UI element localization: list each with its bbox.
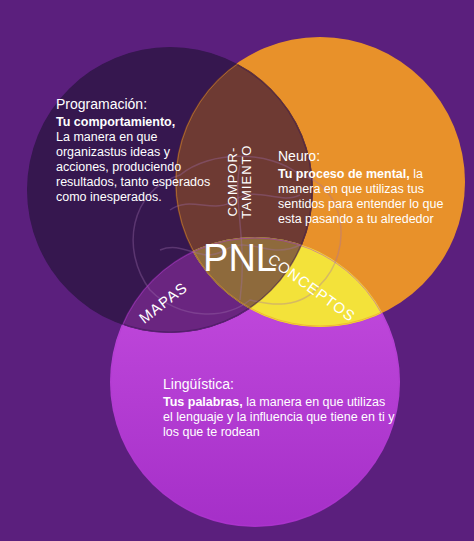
circle-heading: Programación:	[56, 96, 216, 113]
body-text: La manera en que organizastus ideas y ac…	[56, 130, 210, 204]
body-keyword: Tu comportamiento,	[56, 115, 175, 129]
body-keyword: Tus palabras,	[163, 395, 243, 409]
body-keyword: Tu proceso de mental,	[278, 167, 410, 181]
circle-heading: Neuro:	[278, 148, 448, 165]
circle-text: Lingüística: Tus palabras, la manera en q…	[163, 376, 398, 440]
circle-heading: Lingüística:	[163, 376, 398, 393]
circle-outline	[110, 237, 400, 527]
circle-text: Programación: Tu comportamiento, La maner…	[56, 96, 216, 205]
circle-text: Neuro: Tu proceso de mental, la manera en…	[278, 148, 448, 227]
linguistica-circle: Lingüística: Tus palabras, la manera en q…	[110, 237, 400, 527]
circle-body: Tus palabras, la manera en que utilizas …	[163, 395, 398, 440]
circle-body: Tu comportamiento, La manera en que orga…	[56, 115, 216, 205]
overlap-label: COMPOR- TAMIENTO	[226, 142, 253, 222]
circle-body: Tu proceso de mental, la manera en que u…	[278, 167, 448, 227]
